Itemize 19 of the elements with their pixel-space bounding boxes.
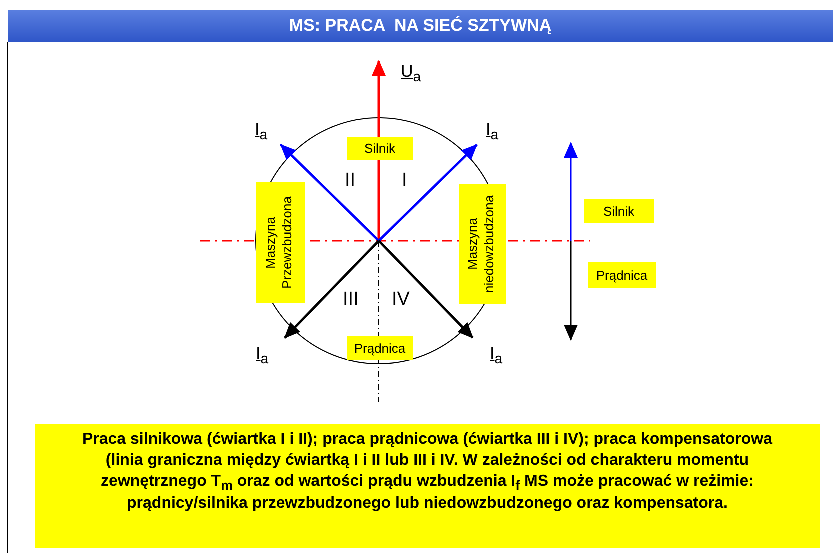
phasor-label: I$_{a}$ [255, 120, 268, 144]
quadrant-number: IV [392, 289, 410, 311]
phasor-label: I$_{a}$ [490, 344, 503, 368]
phasor-label: I$_{a}$ [256, 344, 269, 368]
mode-label-text: Maszyna Przewzbudzona [262, 195, 295, 291]
title-bar: MS: PRACA NA SIEĆ SZTYWNĄ [8, 10, 833, 42]
mode-label: Prądnica [347, 336, 413, 360]
quadrant-number: II [345, 170, 356, 192]
mode-label-text: Maszyna niedowzbudzona [464, 194, 497, 295]
label-background [256, 182, 305, 303]
quadrant-number: III [343, 289, 359, 311]
quadrant-number: I [402, 170, 408, 192]
note-box: Praca silnikowa (ćwiartka I i II); praca prądnicowa (ćwiartka III i IV); praca kompensatorowa (linia graniczna między ćwiartką I i II lub III i IV. W zależności od charakteru momentu zewnętrznego T$_{m}$ oraz od wartości prądu wzbudzenia I$_{f}$ MS może pracować w reżimie: prądnicy/silnika przewzbudzonego lub niedowzbudzonego oraz kompensatora. [35, 424, 820, 548]
mode-label: Silnik [347, 137, 413, 160]
phasor-label: I$_{a}$ [486, 120, 499, 144]
label-background [459, 184, 506, 304]
phasor-label: U$_{a}$ [401, 62, 422, 86]
mode-label: Silnik [584, 199, 654, 223]
mode-label: Prądnica [588, 262, 656, 288]
